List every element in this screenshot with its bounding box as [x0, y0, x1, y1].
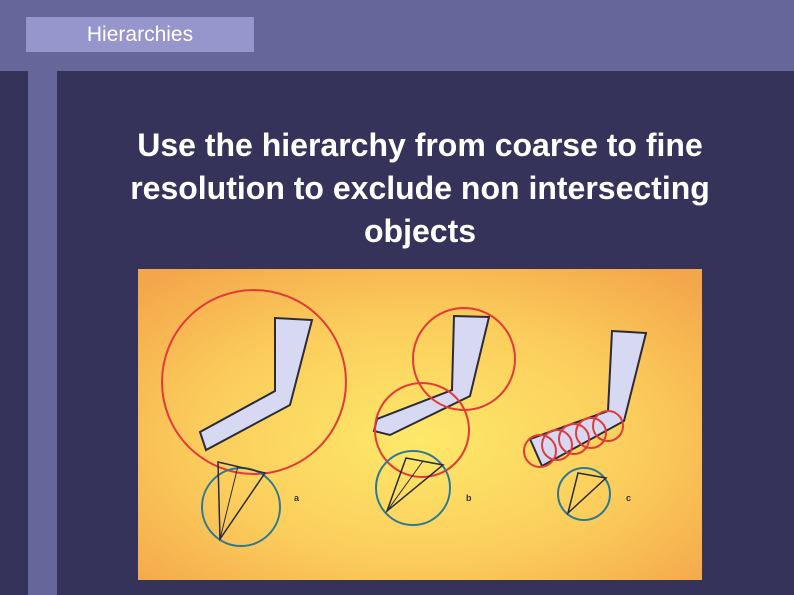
panel-b: b	[372, 307, 516, 526]
panel-c: c	[523, 329, 648, 521]
panel-label-a: a	[294, 493, 300, 503]
bounding-circle-c1	[523, 434, 557, 468]
bounding-circle-c3	[558, 423, 590, 455]
hierarchy-figure: a b c	[138, 269, 702, 580]
bounding-circle-c5	[592, 410, 624, 442]
arm-shape-b	[372, 314, 491, 437]
slide-section-title: Hierarchies	[26, 17, 254, 52]
target-circle-b	[375, 450, 451, 526]
slide-headline: Use the hierarchy from coarse to fine re…	[130, 127, 710, 249]
bounding-circle-a	[161, 289, 347, 475]
left-accent-stripe	[28, 71, 57, 595]
target-circle-c	[557, 467, 611, 521]
bounding-circle-c2	[541, 429, 573, 461]
bounding-circle-c4	[575, 417, 607, 449]
arm-shape-a	[198, 316, 314, 452]
panel-label-c: c	[626, 493, 631, 503]
panel-label-b: b	[466, 493, 472, 503]
bounding-circle-b-lower	[374, 382, 470, 478]
panel-a: a	[161, 289, 347, 547]
hierarchy-illustration: a b c	[138, 269, 702, 580]
